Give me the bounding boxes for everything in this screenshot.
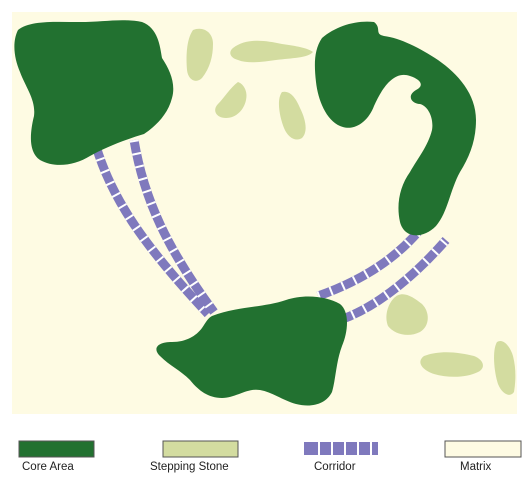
corridors bbox=[91, 139, 450, 325]
legend-swatches bbox=[18, 440, 522, 458]
stepping-stone bbox=[230, 40, 313, 63]
legend-label-stepping-stone: Stepping Stone bbox=[150, 461, 229, 473]
legend-label-corridor: Corridor bbox=[314, 461, 356, 473]
stepping-stone bbox=[494, 340, 516, 395]
legend-label-matrix: Matrix bbox=[460, 461, 492, 473]
legend-swatch-corridor-stripes bbox=[318, 442, 372, 455]
stepping-stone bbox=[386, 294, 428, 335]
legend-swatch-stepping-stone bbox=[162, 440, 239, 458]
legend-label-core-area: Core Area bbox=[22, 461, 74, 473]
legend-swatch-core-area bbox=[18, 440, 95, 458]
stepping-stone bbox=[215, 82, 247, 118]
core-area-top-right bbox=[314, 21, 476, 236]
core-areas bbox=[14, 20, 476, 406]
corridor-left-inner bbox=[129, 139, 218, 315]
corridor-right-outer-stripes bbox=[316, 229, 422, 301]
stepping-stones bbox=[186, 28, 516, 395]
stepping-stone bbox=[420, 352, 483, 377]
core-area-top-left bbox=[14, 20, 174, 165]
stepping-stone bbox=[278, 91, 306, 140]
core-area-bottom bbox=[156, 296, 347, 406]
corridor-right-inner-stripes bbox=[338, 237, 450, 325]
legend-swatch-corridor bbox=[304, 442, 378, 455]
corridor-left-outer bbox=[91, 144, 212, 318]
legend-swatch-matrix bbox=[444, 440, 522, 458]
stepping-stone bbox=[186, 28, 213, 81]
